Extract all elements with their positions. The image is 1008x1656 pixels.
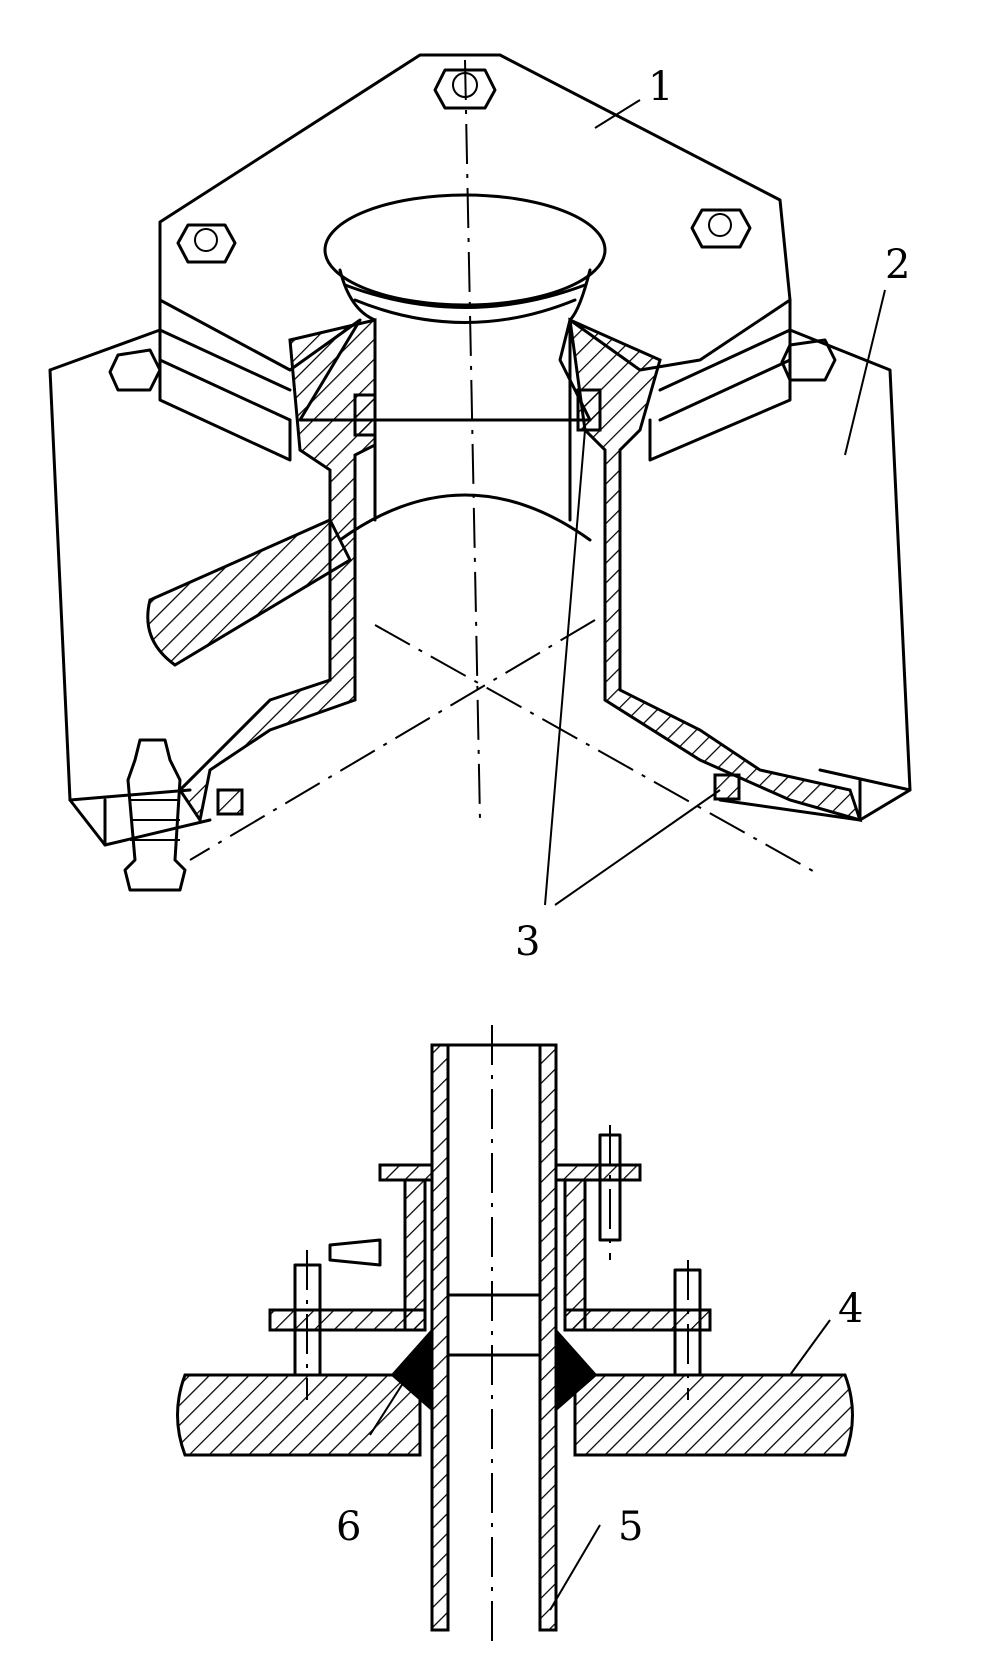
leader-line bbox=[789, 1319, 831, 1376]
leader-line bbox=[594, 99, 641, 129]
nut-icon bbox=[108, 338, 837, 392]
callout-6: 6 bbox=[336, 1504, 361, 1550]
lower-assembly bbox=[176, 1025, 854, 1650]
leader-line bbox=[544, 429, 721, 906]
callout-4: 4 bbox=[838, 1286, 863, 1332]
side-nozzle bbox=[146, 518, 352, 667]
callout-3: 3 bbox=[515, 919, 540, 965]
bore-opening bbox=[323, 193, 607, 307]
callout-1: 1 bbox=[648, 64, 673, 110]
leader-line bbox=[549, 1524, 601, 1611]
pipe-wall-right bbox=[538, 1043, 558, 1632]
callout-5: 5 bbox=[618, 1504, 643, 1550]
left-wall-section bbox=[178, 318, 377, 824]
weld-left bbox=[390, 1327, 433, 1413]
nut-icon bbox=[176, 223, 237, 264]
bottom-bolt bbox=[123, 738, 187, 892]
pipe-wall-left bbox=[430, 1043, 450, 1632]
plate-left bbox=[176, 1373, 422, 1457]
right-wall-section bbox=[568, 317, 863, 823]
nut-icon bbox=[690, 208, 752, 249]
callout-2: 2 bbox=[885, 242, 910, 288]
leader-line bbox=[369, 1379, 406, 1436]
upper-assembly bbox=[48, 53, 912, 906]
plate-right bbox=[573, 1373, 854, 1457]
leader-line bbox=[844, 289, 886, 456]
weld-right bbox=[555, 1327, 598, 1413]
